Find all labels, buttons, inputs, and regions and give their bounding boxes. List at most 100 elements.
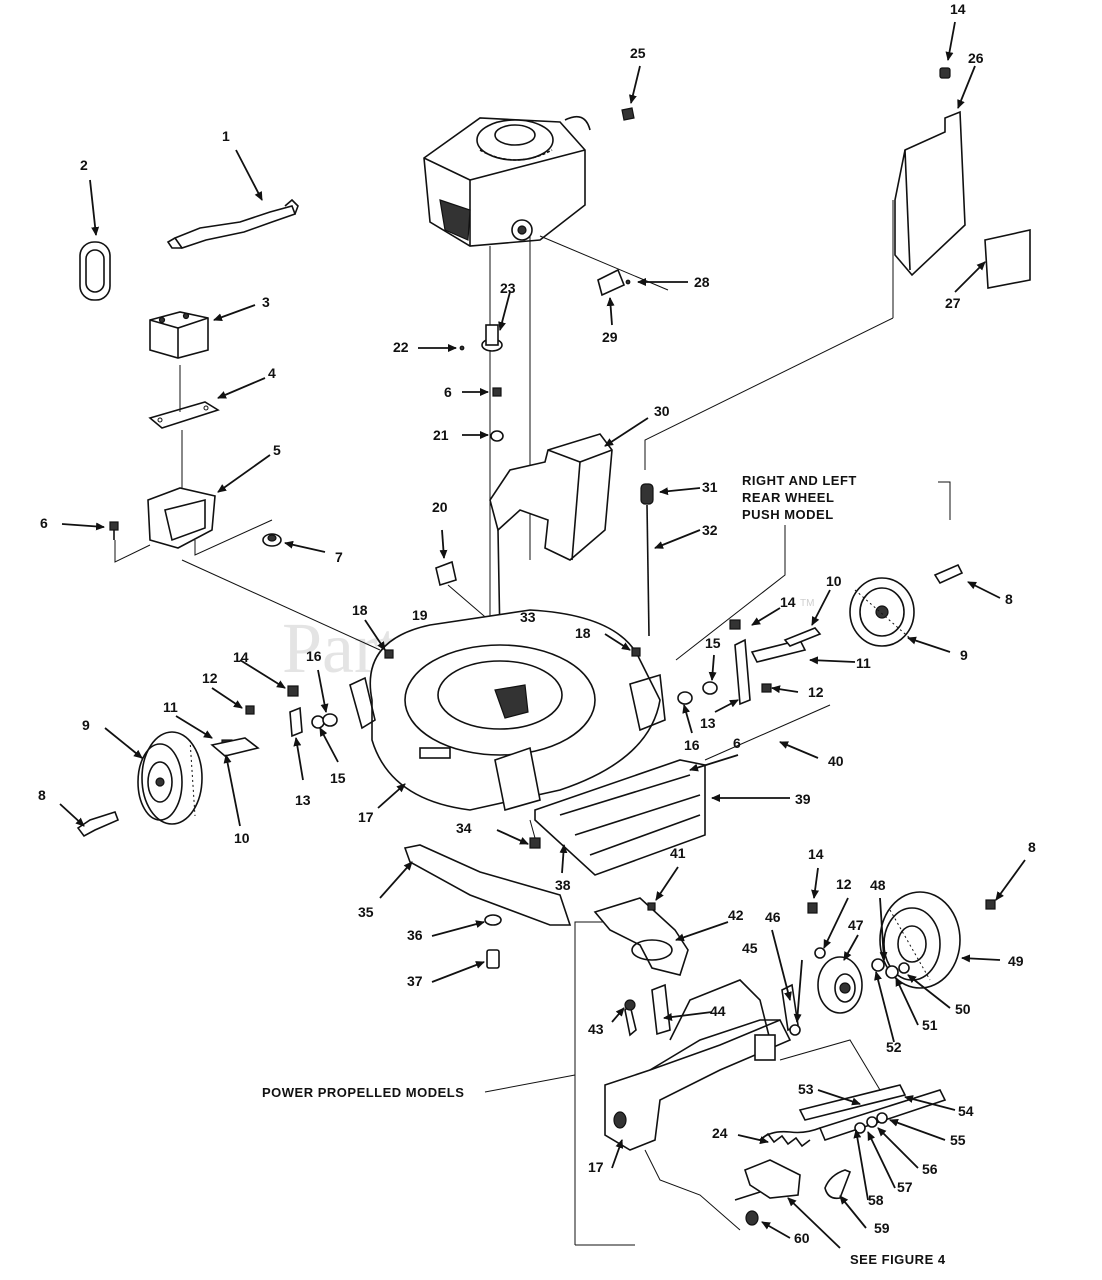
callout: 38 <box>555 877 571 893</box>
callout: 9 <box>82 717 90 733</box>
engine-assembly <box>423 115 669 800</box>
callout: 2 <box>80 157 88 173</box>
callout: 5 <box>273 442 281 458</box>
push-model-line-3: PUSH MODEL <box>742 507 834 522</box>
callout: 8 <box>1028 839 1036 855</box>
callout: 40 <box>828 753 844 769</box>
engine-mount-column <box>459 324 504 442</box>
callout: 16 <box>306 648 322 664</box>
callout: 35 <box>358 904 374 920</box>
part-29-bracket <box>597 268 631 297</box>
callout: 21 <box>433 427 449 443</box>
callout: 32 <box>702 522 718 538</box>
callout: 15 <box>330 770 346 786</box>
callout: 45 <box>742 940 758 956</box>
right-wheel-hardware <box>677 563 964 706</box>
part-3-battery <box>149 311 209 359</box>
callout: 59 <box>874 1220 890 1236</box>
callout: 52 <box>886 1039 902 1055</box>
callout: 48 <box>870 877 886 893</box>
part-9-wheel-left <box>137 731 203 825</box>
callout: 14 <box>950 1 966 17</box>
callout: 37 <box>407 973 423 989</box>
callout: 31 <box>702 479 718 495</box>
callout: 4 <box>268 365 276 381</box>
push-model-bracket <box>938 481 951 520</box>
callout: 13 <box>700 715 716 731</box>
callout: 34 <box>456 820 472 836</box>
power-models-leader <box>484 1074 576 1093</box>
part-5-tray <box>114 430 381 651</box>
callout: 44 <box>710 1003 726 1019</box>
callout: 29 <box>602 329 618 345</box>
callout: 55 <box>950 1132 966 1148</box>
callout: 58 <box>868 1192 884 1208</box>
callout: 18 <box>352 602 368 618</box>
part-30-chute <box>489 433 654 651</box>
callout: 33 <box>520 609 536 625</box>
callout: 25 <box>630 45 646 61</box>
part-6-screw-left <box>109 521 119 540</box>
callout: 16 <box>684 737 700 753</box>
part-35-blade <box>403 819 572 969</box>
left-wheel-hardware <box>76 685 338 838</box>
callout: 10 <box>234 830 250 846</box>
callout: 17 <box>588 1159 604 1175</box>
part-9-wheel-right <box>849 577 915 647</box>
callout: 10 <box>826 573 842 589</box>
callout: 23 <box>500 280 516 296</box>
callout: 3 <box>262 294 270 310</box>
callout-arrows <box>59 21 1026 1249</box>
callout: 12 <box>808 684 824 700</box>
callout: 30 <box>654 403 670 419</box>
part-25-clip <box>621 107 635 121</box>
callout: 12 <box>202 670 218 686</box>
callout: 13 <box>295 792 311 808</box>
callout: 41 <box>670 845 686 861</box>
callout: 7 <box>335 549 343 565</box>
callout: 14 <box>780 594 796 610</box>
callout: 24 <box>712 1125 728 1141</box>
callout: 47 <box>848 917 864 933</box>
see-figure-label: SEE FIGURE 4 <box>850 1252 946 1267</box>
callout: 36 <box>407 927 423 943</box>
callout: 22 <box>393 339 409 355</box>
callout: 54 <box>958 1103 974 1119</box>
callout: 42 <box>728 907 744 923</box>
callout: 28 <box>694 274 710 290</box>
part-39-rear-flap <box>494 704 831 876</box>
watermark-tm: TM <box>800 598 814 609</box>
push-model-line-2: REAR WHEEL <box>742 490 834 505</box>
callout: 11 <box>163 699 178 715</box>
part-26-shield <box>644 67 1031 470</box>
callout: 53 <box>798 1081 814 1097</box>
callout: 6 <box>444 384 452 400</box>
mower-deck <box>349 609 666 811</box>
callout: 6 <box>733 735 741 751</box>
callout: 14 <box>233 649 249 665</box>
callout: 18 <box>575 625 591 641</box>
push-model-line-1: RIGHT AND LEFT <box>742 473 857 488</box>
callout: 8 <box>38 787 46 803</box>
part-7-nut <box>262 533 282 547</box>
callout: 17 <box>358 809 374 825</box>
power-propelled-assembly <box>574 897 881 1246</box>
callout: 43 <box>588 1021 604 1037</box>
callout: 56 <box>922 1161 938 1177</box>
part-1-bracket <box>166 198 299 249</box>
power-propelled-label: POWER PROPELLED MODELS <box>262 1085 464 1100</box>
callout: 39 <box>795 791 811 807</box>
callout: 1 <box>222 128 230 144</box>
callout: 14 <box>808 846 824 862</box>
callout: 26 <box>968 50 984 66</box>
callout-numbers: 1 2 3 4 5 6 7 14 25 26 27 28 29 22 23 6 … <box>38 1 1036 1246</box>
callout: 12 <box>836 876 852 892</box>
part-2-belt <box>79 241 111 301</box>
callout: 6 <box>40 515 48 531</box>
drive-cable-assembly <box>734 1084 947 1226</box>
callout: 8 <box>1005 591 1013 607</box>
callout: 27 <box>945 295 961 311</box>
callout: 49 <box>1008 953 1024 969</box>
